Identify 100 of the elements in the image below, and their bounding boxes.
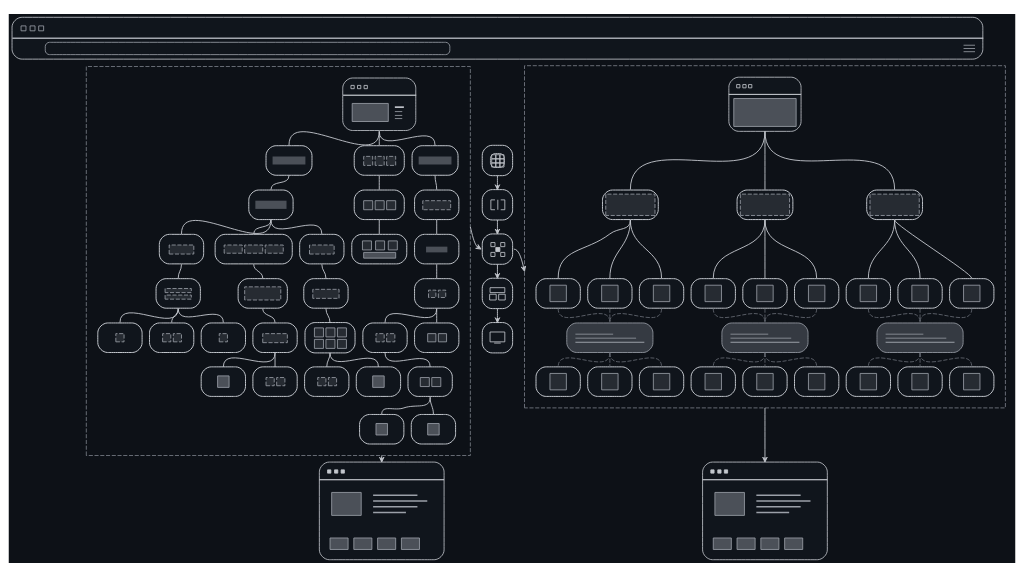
node-box <box>897 277 943 309</box>
node-box <box>638 365 685 397</box>
node-box <box>252 322 298 353</box>
node-box <box>237 277 288 309</box>
node-box <box>355 365 402 397</box>
cluster <box>524 64 1006 408</box>
node-box <box>794 277 840 309</box>
node-box <box>200 365 246 397</box>
connector <box>609 307 662 323</box>
node-box <box>410 413 457 444</box>
node-picture <box>481 321 514 353</box>
node-box <box>587 365 633 397</box>
connector <box>262 307 276 323</box>
node-box <box>742 277 788 309</box>
connector <box>119 307 179 323</box>
node-box <box>214 233 293 264</box>
node-box <box>304 321 356 353</box>
connector <box>609 307 611 323</box>
node-box <box>794 365 840 397</box>
node-picture <box>481 232 514 265</box>
node-box <box>351 233 408 264</box>
connector <box>629 219 662 279</box>
node-box <box>845 365 891 397</box>
connector <box>919 307 921 323</box>
node-box <box>845 277 891 309</box>
connector <box>381 396 431 415</box>
connector <box>429 396 434 415</box>
node-box <box>353 189 405 220</box>
connector <box>764 219 766 279</box>
connector <box>253 219 272 234</box>
arrow <box>494 174 501 190</box>
node-box <box>742 365 788 397</box>
node-box <box>414 189 460 220</box>
node-box <box>690 277 736 309</box>
node-box <box>97 322 143 353</box>
arrow <box>513 248 526 272</box>
connector <box>270 174 290 190</box>
connector <box>919 351 973 367</box>
node-bar <box>566 322 654 353</box>
connector <box>867 351 921 367</box>
connector <box>764 130 896 190</box>
node-box <box>949 365 995 397</box>
connector <box>436 263 438 279</box>
connector <box>177 263 182 279</box>
node-picture <box>481 144 514 176</box>
connector <box>325 307 331 323</box>
node-box <box>949 277 995 309</box>
node-box <box>155 277 201 309</box>
connector <box>867 307 921 323</box>
connector <box>222 351 276 367</box>
connector <box>177 307 224 323</box>
node-picture <box>481 188 514 220</box>
node-picture <box>481 277 514 309</box>
connector <box>270 219 323 234</box>
connector <box>712 219 766 279</box>
connector <box>274 351 276 367</box>
node-box <box>638 277 685 309</box>
connector <box>764 351 818 367</box>
node-box <box>362 322 408 353</box>
connector <box>436 219 438 234</box>
node-box <box>248 189 294 220</box>
connector <box>384 351 431 367</box>
connector <box>712 307 766 323</box>
connector <box>436 307 438 323</box>
connector <box>609 351 662 367</box>
node-box <box>414 277 460 309</box>
connector <box>764 307 818 323</box>
connector <box>557 219 631 279</box>
node-box <box>407 365 453 397</box>
connector <box>171 307 179 323</box>
node-box <box>414 322 460 353</box>
connector <box>378 174 380 190</box>
arrow <box>494 263 501 279</box>
node-box <box>411 144 459 176</box>
arrow <box>469 226 482 250</box>
arrow <box>494 219 501 234</box>
node-box <box>303 277 349 309</box>
node-box <box>359 413 405 444</box>
node-box <box>149 322 195 353</box>
connector <box>557 307 611 323</box>
connector <box>894 219 973 279</box>
connector <box>329 351 379 367</box>
connector <box>321 263 327 279</box>
connector <box>919 351 921 367</box>
node-box <box>353 144 405 176</box>
node-box <box>535 365 581 397</box>
node-bar <box>721 322 809 353</box>
connector <box>384 307 438 323</box>
node-box <box>897 365 943 397</box>
node-box <box>690 365 736 397</box>
node-box <box>265 144 313 176</box>
node-box <box>299 233 345 264</box>
node-box <box>587 277 633 309</box>
arrow <box>379 454 385 462</box>
node-box <box>158 233 205 264</box>
node-box <box>304 365 350 397</box>
connector <box>378 219 380 234</box>
arrow <box>494 307 501 323</box>
connector <box>764 307 766 323</box>
connector <box>764 219 818 279</box>
